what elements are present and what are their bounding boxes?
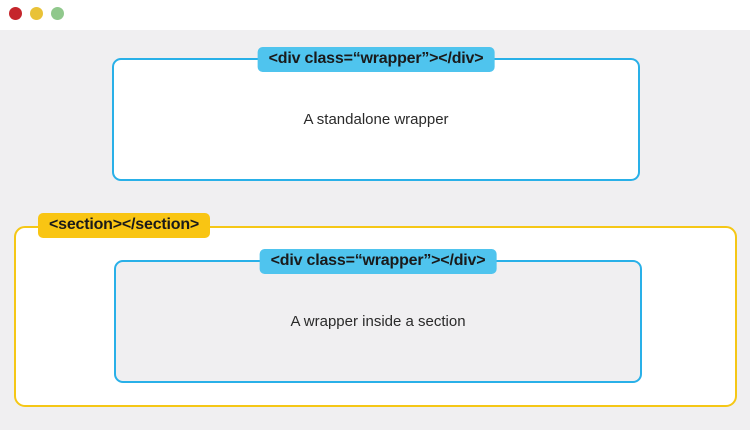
standalone-wrapper-box: <div class=“wrapper”></div> A standalone…: [112, 47, 640, 181]
inner-wrapper-text: A wrapper inside a section: [290, 313, 466, 330]
window-minimize-button[interactable]: [30, 7, 43, 20]
section-tag-label: <section></section>: [38, 213, 211, 238]
standalone-wrapper-text: A standalone wrapper: [303, 111, 449, 128]
window-close-button[interactable]: [9, 7, 22, 20]
section-box: <section></section> <div class=“wrapper”…: [14, 213, 737, 407]
window-maximize-button[interactable]: [51, 7, 64, 20]
inner-wrapper-tag-label: <div class=“wrapper”></div>: [259, 249, 497, 274]
inner-wrapper-box: <div class=“wrapper”></div> A wrapper in…: [114, 249, 642, 383]
diagram-canvas: <div class=“wrapper”></div> A standalone…: [0, 30, 750, 430]
window-titlebar: [0, 0, 750, 30]
standalone-wrapper-tag-label: <div class=“wrapper”></div>: [257, 47, 495, 72]
